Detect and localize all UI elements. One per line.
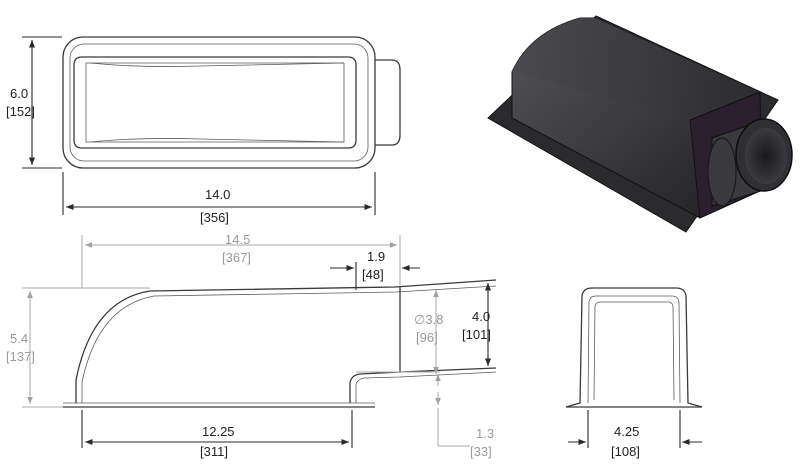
side-outlet-bottom-inner [355,371,497,403]
top-height-in: 6.0 [10,86,28,101]
iso-top [512,18,760,120]
side-body-height-in: 5.4 [10,331,28,346]
side-base-length-in: 12.25 [202,424,235,439]
side-offset-in: 1.3 [476,426,494,441]
side-outlet-height-mm: [101] [462,327,491,342]
side-outlet-height-in: 4.0 [472,309,490,324]
side-outlet-depth-mm: [48] [362,267,384,282]
isometric-render [487,15,793,233]
side-offset-mm: [33] [470,444,492,459]
top-view-hood-top [85,62,345,143]
end-width-in: 4.25 [614,424,639,439]
side-view: 14.5 [367] 1.9 [48] ∅3.8 [96] 4.0 [101] … [6,232,497,459]
end-inner [587,295,681,404]
top-width-in: 14.0 [205,187,230,202]
side-base-length-mm: [311] [200,444,228,459]
side-hood-outer [75,279,497,403]
end-width-mm: [108] [611,444,640,459]
iso-pipe-back [707,137,737,207]
end-outer [565,287,703,408]
side-outlet-depth-in: 1.9 [367,249,385,264]
side-diameter-in: ∅3.8 [414,312,443,327]
top-view: 6.0 [152] 14.0 [356] [6,36,401,225]
side-hood-inner [81,285,497,403]
iso-pipe-opening [745,128,787,184]
side-body-height-mm: [137] [6,349,35,364]
end-inner-2 [593,301,675,401]
side-overall-length-in: 14.5 [225,232,250,247]
top-view-ridge-bottom [89,138,345,143]
top-view-outlet-pipe [375,59,401,146]
top-view-ridge-top [89,62,345,67]
top-view-hood-outline [73,56,357,149]
side-diameter-mm: [96] [416,330,438,345]
top-view-outline [62,36,376,169]
side-overall-length-mm: [367] [222,250,251,265]
top-height-mm: [152] [6,104,35,119]
top-width-mm: [356] [200,210,229,225]
side-outlet-bottom [349,367,497,403]
end-view: 4.25 [108] [565,287,703,459]
top-view-inner-flange [69,43,369,162]
